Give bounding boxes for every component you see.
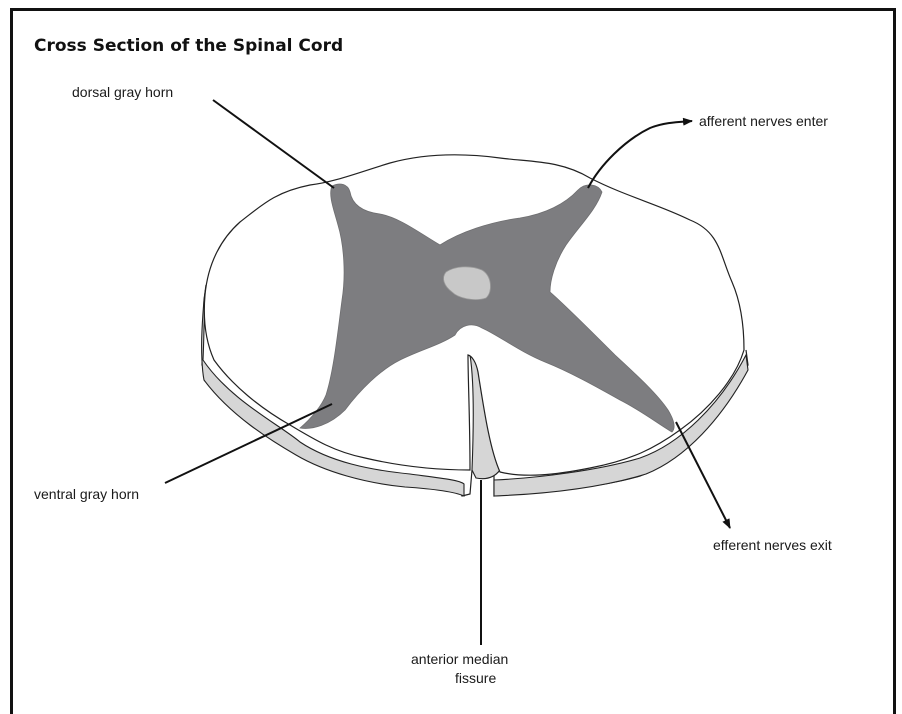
label-afferent-nerves-enter: afferent nerves enter (699, 113, 828, 130)
label-fissure-line2: fissure (455, 670, 496, 687)
label-anterior-median-line1: anterior median (411, 651, 508, 668)
label-ventral-gray-horn: ventral gray horn (34, 486, 139, 503)
label-dorsal-gray-horn: dorsal gray horn (72, 84, 173, 101)
dorsal-gray-horn-leader (213, 100, 334, 188)
efferent-nerves-arrow (676, 422, 730, 528)
label-efferent-nerves-exit: efferent nerves exit (713, 537, 832, 554)
afferent-nerves-arrow (588, 121, 692, 188)
